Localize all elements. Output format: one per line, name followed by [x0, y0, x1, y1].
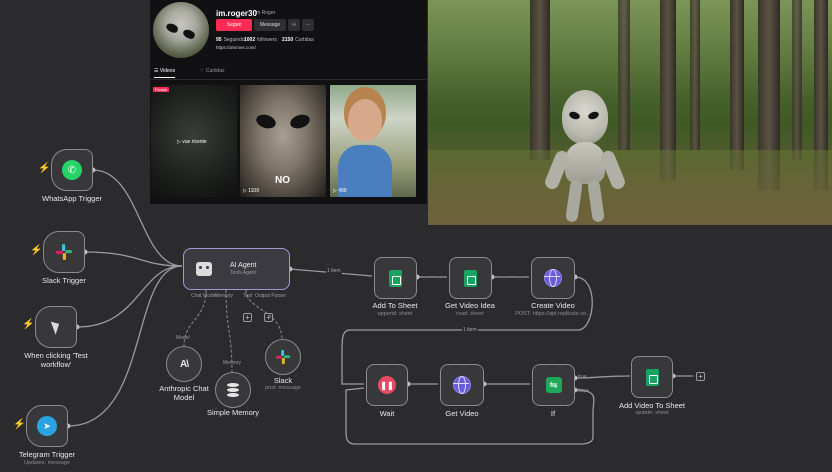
ai-agent-node[interactable]: AI Agent Tools Agent: [183, 248, 290, 290]
trigger-bolt-icon: ⚡: [30, 245, 43, 256]
globe-icon: [544, 269, 562, 287]
add-to-sheet-sub: append: sheet: [377, 311, 413, 317]
port-output-parser: Output Parser: [255, 293, 287, 299]
telegram-trigger-label: Telegram Trigger: [18, 450, 76, 459]
add-to-sheet-node[interactable]: [374, 257, 417, 299]
more-icon[interactable]: ⋯: [302, 19, 314, 31]
slack-trigger-node[interactable]: [43, 231, 85, 273]
tab-videos[interactable]: ☰ Videos: [154, 68, 176, 78]
forest-video-overlay: [428, 0, 832, 225]
branch-icon: ⇋: [545, 377, 562, 393]
profile-username: im.roger30: [216, 9, 257, 18]
trigger-bolt-icon: ⚡: [22, 319, 35, 330]
anthropic-chat-model-label: Anthropic Chat Model: [159, 384, 209, 402]
profile-link[interactable]: https://aivimes.com/: [216, 45, 256, 50]
simple-memory-label: Simple Memory: [206, 408, 260, 417]
video-thumbnail-3[interactable]: ▷ 499: [330, 85, 416, 197]
database-icon: [227, 383, 239, 397]
anthropic-icon: A\: [180, 358, 189, 370]
whatsapp-trigger-node[interactable]: ✆: [51, 149, 93, 191]
ai-agent-subtitle: Tools Agent: [230, 270, 256, 276]
add-video-to-sheet-sub: update: sheet: [635, 410, 669, 416]
video-thumbnail-2[interactable]: NO ▷ 1109: [240, 85, 326, 197]
ai-agent-title: AI Agent: [230, 262, 257, 269]
get-video-label: Get Video: [445, 409, 479, 418]
get-video-idea-node[interactable]: [449, 257, 492, 299]
if-label: If: [550, 409, 556, 418]
telegram-icon: ➤: [37, 416, 57, 436]
tab-likes[interactable]: ♡ Curtidas: [200, 68, 225, 74]
add-output-parser-button[interactable]: +: [264, 313, 273, 322]
memory-port-label: Memory: [223, 360, 242, 366]
google-sheets-icon: [389, 269, 402, 287]
robot-icon: [196, 262, 212, 276]
whatsapp-icon: ✆: [62, 160, 82, 180]
create-video-label: Create Video: [531, 301, 575, 310]
loop-item-count: 1 item: [462, 327, 478, 333]
wait-node[interactable]: ❚❚: [366, 364, 408, 406]
slack-tool-node[interactable]: [265, 339, 301, 375]
whatsapp-trigger-label: WhatsApp Trigger: [41, 194, 103, 203]
follow-button[interactable]: Seguir: [216, 19, 252, 31]
tab-divider: [150, 79, 427, 80]
if-true-label: true: [578, 374, 587, 380]
trigger-bolt-icon: ⚡: [38, 163, 51, 174]
create-video-sub: POST: https://api.replicate.co...: [515, 311, 591, 317]
wait-label: Wait: [379, 409, 395, 418]
avatar: [153, 2, 209, 58]
add-tool-button[interactable]: +: [243, 313, 252, 322]
port-chat-model: Chat Model: [191, 293, 217, 299]
slack-tool-sub: post: message: [265, 385, 301, 391]
agent-output-count: 1 item: [326, 268, 342, 274]
pinned-badge: Fixado: [153, 87, 170, 92]
slack-icon: [56, 244, 72, 260]
create-video-node[interactable]: [531, 257, 575, 299]
manual-trigger-label: When clicking 'Test workflow': [24, 351, 88, 369]
port-memory: Memory: [215, 293, 234, 299]
add-to-sheet-label: Add To Sheet: [372, 301, 418, 310]
profile-overlay: im.roger30 im Roger Seguir Message ⚇ ⋯ 9…: [150, 0, 427, 204]
manual-trigger-node[interactable]: [35, 306, 77, 348]
simple-memory-node[interactable]: [215, 372, 251, 408]
video-thumbnail-1[interactable]: Fixado ▷ vue ricente: [151, 85, 237, 197]
cursor-icon: [50, 319, 62, 335]
get-video-idea-sub: read: sheet: [456, 311, 484, 317]
slack-trigger-label: Slack Trigger: [42, 276, 86, 285]
telegram-trigger-sub: Updates: message: [24, 460, 70, 466]
thumb-views: ▷ 499: [333, 188, 347, 194]
trigger-bolt-icon: ⚡: [13, 419, 26, 430]
slack-icon: [275, 349, 291, 365]
anthropic-chat-model-node[interactable]: A\: [166, 346, 202, 382]
if-node[interactable]: ⇋: [532, 364, 575, 406]
google-sheets-icon: [464, 269, 477, 287]
thumb-overlay-text: NO: [275, 175, 290, 186]
profile-handle: im Roger: [255, 10, 276, 16]
message-button[interactable]: Message: [254, 19, 286, 31]
telegram-trigger-node[interactable]: ➤: [26, 405, 68, 447]
get-video-node[interactable]: [440, 364, 484, 406]
get-video-idea-label: Get Video Idea: [445, 301, 495, 310]
globe-icon: [453, 376, 471, 394]
add-next-node-button[interactable]: +: [696, 372, 705, 381]
port-tool: Tool: [243, 293, 253, 299]
add-video-to-sheet-node[interactable]: [631, 356, 673, 398]
google-sheets-icon: [645, 368, 659, 386]
anthropic-port-label: Model: [176, 335, 190, 341]
slack-tool-label: Slack: [273, 376, 293, 385]
add-friend-icon[interactable]: ⚇: [288, 19, 300, 31]
if-false-label: false: [578, 388, 589, 394]
pause-icon: ❚❚: [378, 376, 396, 394]
thumb-views: ▷ 1109: [243, 188, 259, 194]
add-video-to-sheet-label: Add Video To Sheet: [618, 401, 686, 410]
thumb-caption: ▷ vue ricente: [177, 139, 207, 145]
